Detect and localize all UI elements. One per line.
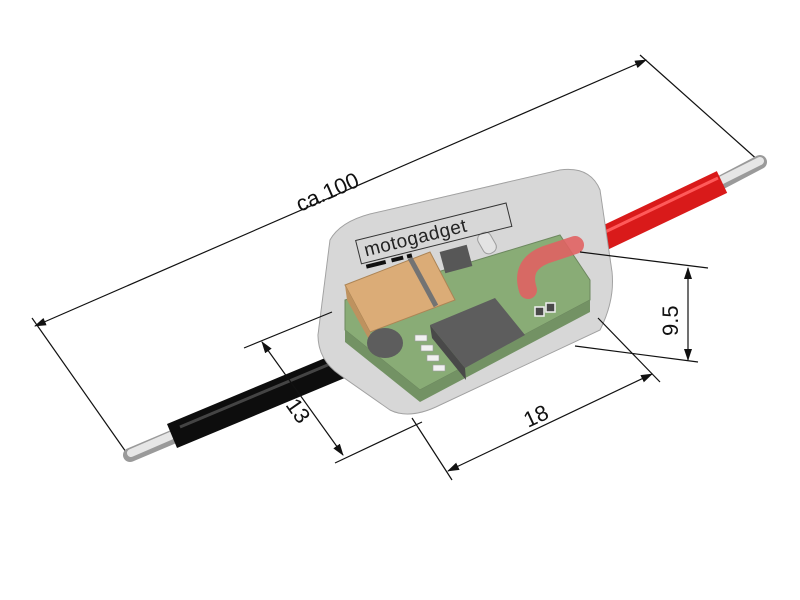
length-label: ca.100 — [292, 167, 363, 216]
length-extension-line-right — [639, 54, 761, 163]
length-dimension-line — [34, 59, 647, 327]
height-label: 9.5 — [658, 305, 683, 336]
height-dimension: 9.5 — [574, 251, 709, 363]
depth-label: 18 — [520, 400, 553, 433]
module-housing — [317, 168, 613, 415]
length-extension-line-left — [31, 317, 127, 453]
